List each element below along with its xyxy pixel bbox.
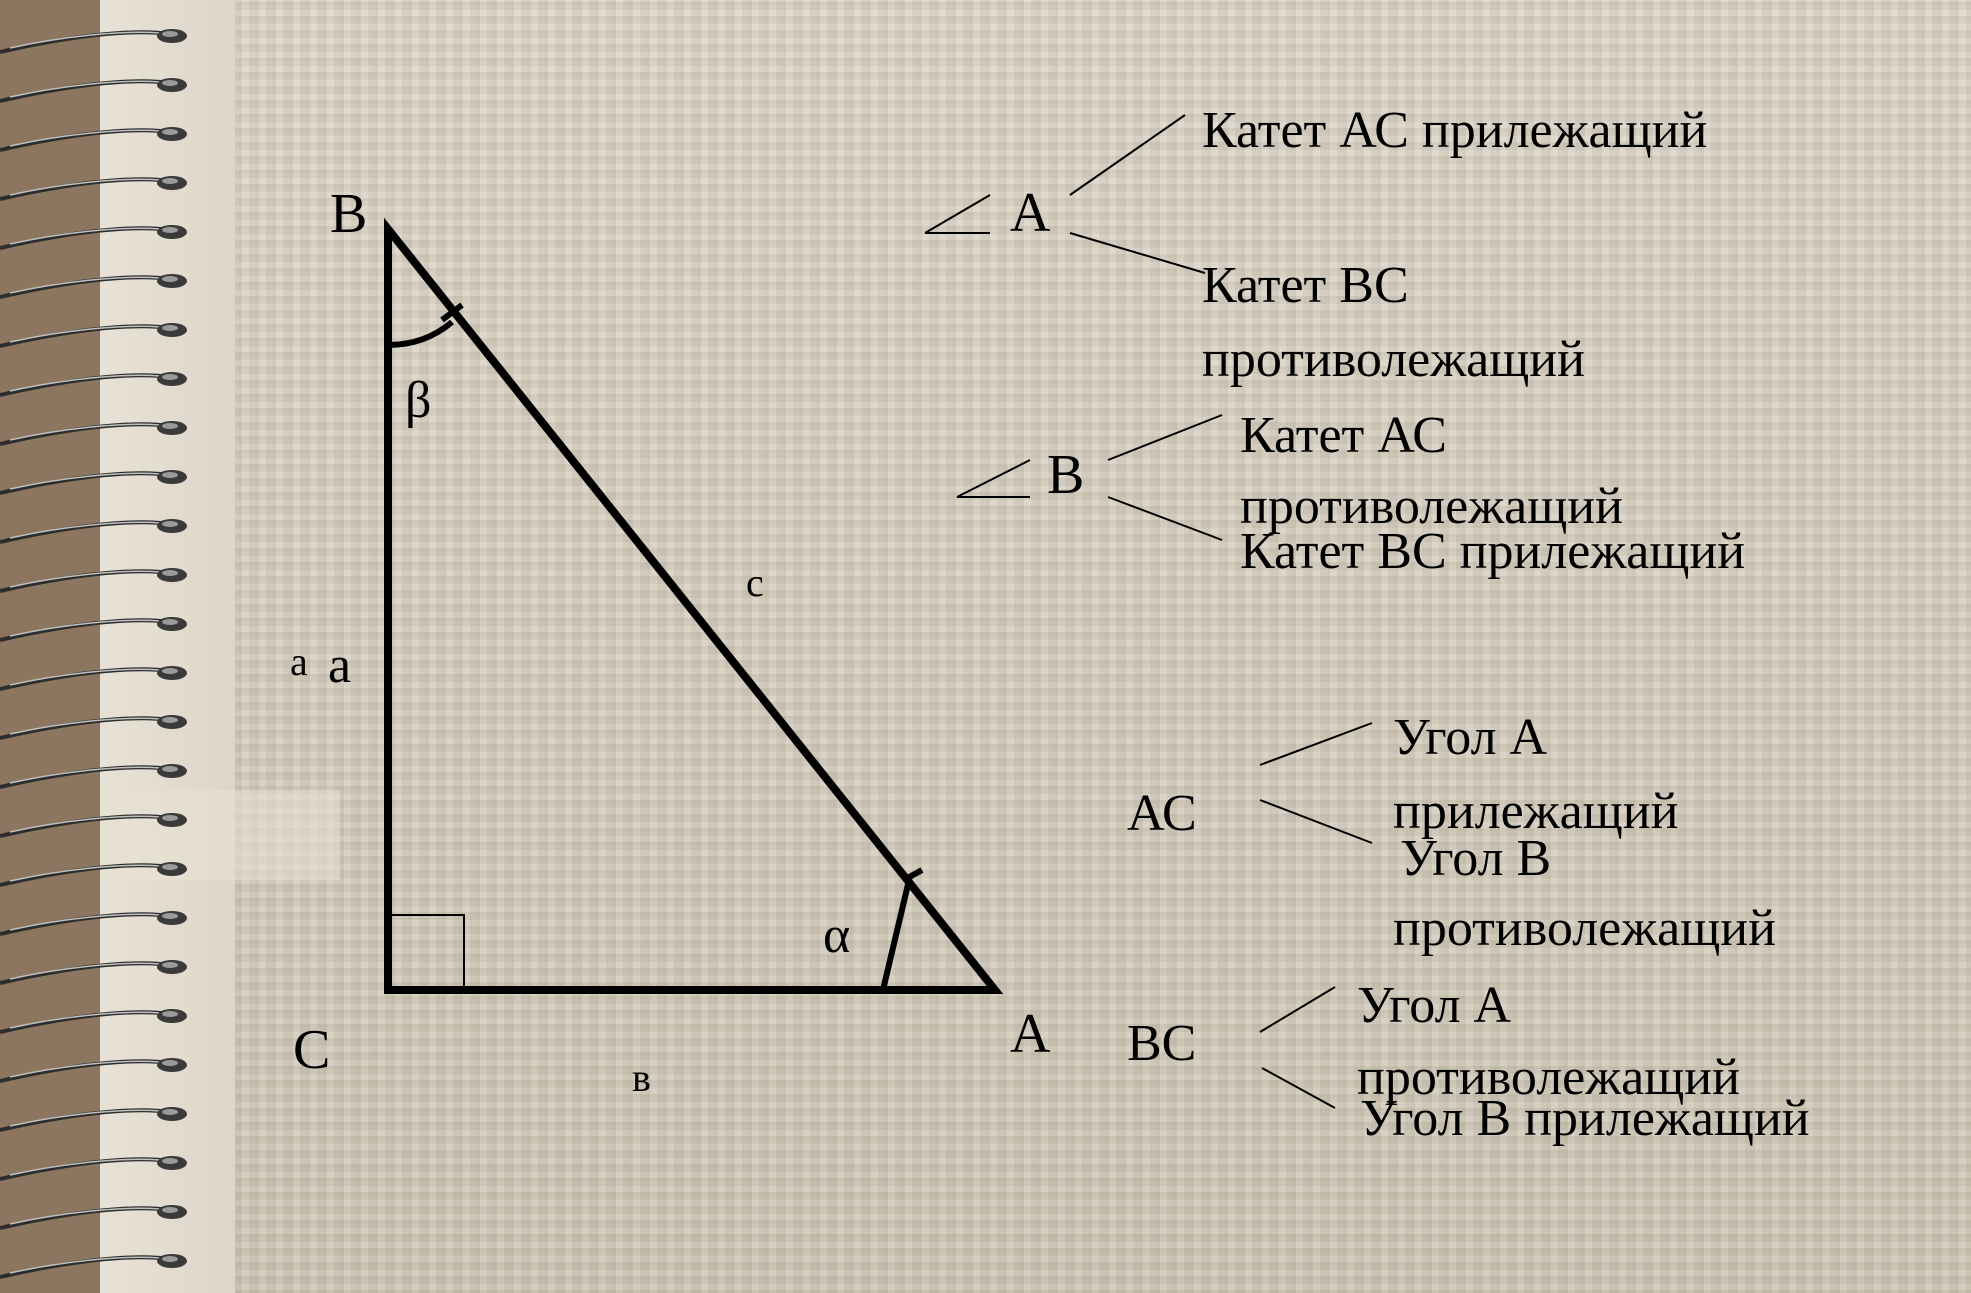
spiral-ring-icon xyxy=(0,470,187,495)
tree-b-root: В xyxy=(1047,444,1085,506)
tree-a-root: А xyxy=(1010,182,1051,244)
tree-b-branch-down xyxy=(1107,496,1223,541)
spiral-ring-icon xyxy=(0,78,187,103)
tree-bc-root: ВС xyxy=(1127,1015,1197,1072)
angle-alpha-tick xyxy=(902,867,924,883)
right-angle-marker xyxy=(390,914,465,988)
spiral-ring-icon xyxy=(0,617,187,642)
notebook-paper-edge xyxy=(100,0,235,1293)
vertex-b-label: В xyxy=(330,183,368,245)
tree-ac-branch-up xyxy=(1259,722,1373,766)
angle-beta-label: β xyxy=(405,372,432,429)
tree-b-left-line xyxy=(956,459,1031,498)
angle-alpha-label: α xyxy=(823,907,851,964)
triangle-outline xyxy=(384,217,1004,994)
tree-a-branch-2-line1: Катет ВС xyxy=(1202,257,1409,314)
tree-a-branch-2-line2: противолежащий xyxy=(1202,331,1585,388)
tree-a-branch-1: Катет АС прилежащий xyxy=(1202,102,1708,159)
spiral-ring-icon xyxy=(0,960,187,985)
tree-ac-branch-down xyxy=(1259,799,1373,844)
tree-bc-branch-1-line2: противолежащий xyxy=(1357,1049,1740,1106)
tree-bc-branch-1-line1: Угол А xyxy=(1357,977,1512,1034)
spiral-ring-icon xyxy=(0,127,187,152)
spiral-ring-icon xyxy=(0,666,187,691)
spiral-ring-icon xyxy=(0,813,187,838)
spiral-ring-icon xyxy=(0,1107,187,1132)
tree-b-branch-1-line1: Катет АС xyxy=(1240,407,1447,464)
tree-b-branch-1-line2: противолежащий xyxy=(1240,478,1623,535)
tree-bc-branch-down xyxy=(1261,1067,1336,1109)
spiral-ring-icon xyxy=(0,911,187,936)
spiral-ring-icon xyxy=(0,1058,187,1083)
spiral-ring-icon xyxy=(0,29,187,54)
spiral-ring-icon xyxy=(0,1254,187,1279)
spiral-ring-icon xyxy=(0,519,187,544)
angle-alpha-mark xyxy=(880,875,913,991)
spiral-binding-icon xyxy=(0,29,187,1279)
tree-ac-root: АС xyxy=(1127,785,1197,842)
spiral-ring-icon xyxy=(0,421,187,446)
spiral-ring-icon xyxy=(0,764,187,789)
tree-ac-branch-1-line1: Угол А xyxy=(1393,709,1548,766)
vertex-c-label: С xyxy=(293,1019,331,1081)
spiral-ring-icon xyxy=(0,274,187,299)
tree-ac-branch-2-line2: противолежащий xyxy=(1393,900,1776,957)
angle-beta-arc xyxy=(387,319,454,348)
tree-b-branch-up xyxy=(1107,414,1223,461)
spiral-ring-icon xyxy=(0,862,187,887)
tree-bc-branch-2: Угол В прилежащий xyxy=(1360,1090,1810,1147)
vertex-a-label: А xyxy=(1010,1003,1051,1065)
spiral-ring-icon xyxy=(0,715,187,740)
tree-b-branch-2: Катет ВС прилежащий xyxy=(1240,523,1746,580)
spiral-ring-icon xyxy=(0,568,187,593)
tree-bc-branch-up xyxy=(1259,986,1336,1033)
side-c-label: с xyxy=(746,560,764,605)
tree-a-branch-down xyxy=(1069,232,1206,274)
side-a-small-label: а xyxy=(290,639,308,684)
tree-ac-branch-1-line2: прилежащий xyxy=(1393,783,1679,840)
tree-a-left-line xyxy=(924,194,991,234)
side-a-label: а xyxy=(328,637,352,694)
tree-a-branch-up xyxy=(1069,114,1186,196)
angle-beta-tick xyxy=(440,302,464,323)
spiral-ring-icon xyxy=(0,1009,187,1034)
spiral-ring-icon xyxy=(0,225,187,250)
spiral-ring-icon xyxy=(0,323,187,348)
tree-ac-branch-2-line1: Угол В xyxy=(1400,830,1552,887)
spiral-ring-icon xyxy=(0,1156,187,1181)
spiral-ring-icon xyxy=(0,1205,187,1230)
spiral-ring-icon xyxy=(0,176,187,201)
spiral-ring-icon xyxy=(0,372,187,397)
side-b-label: в xyxy=(632,1055,651,1100)
